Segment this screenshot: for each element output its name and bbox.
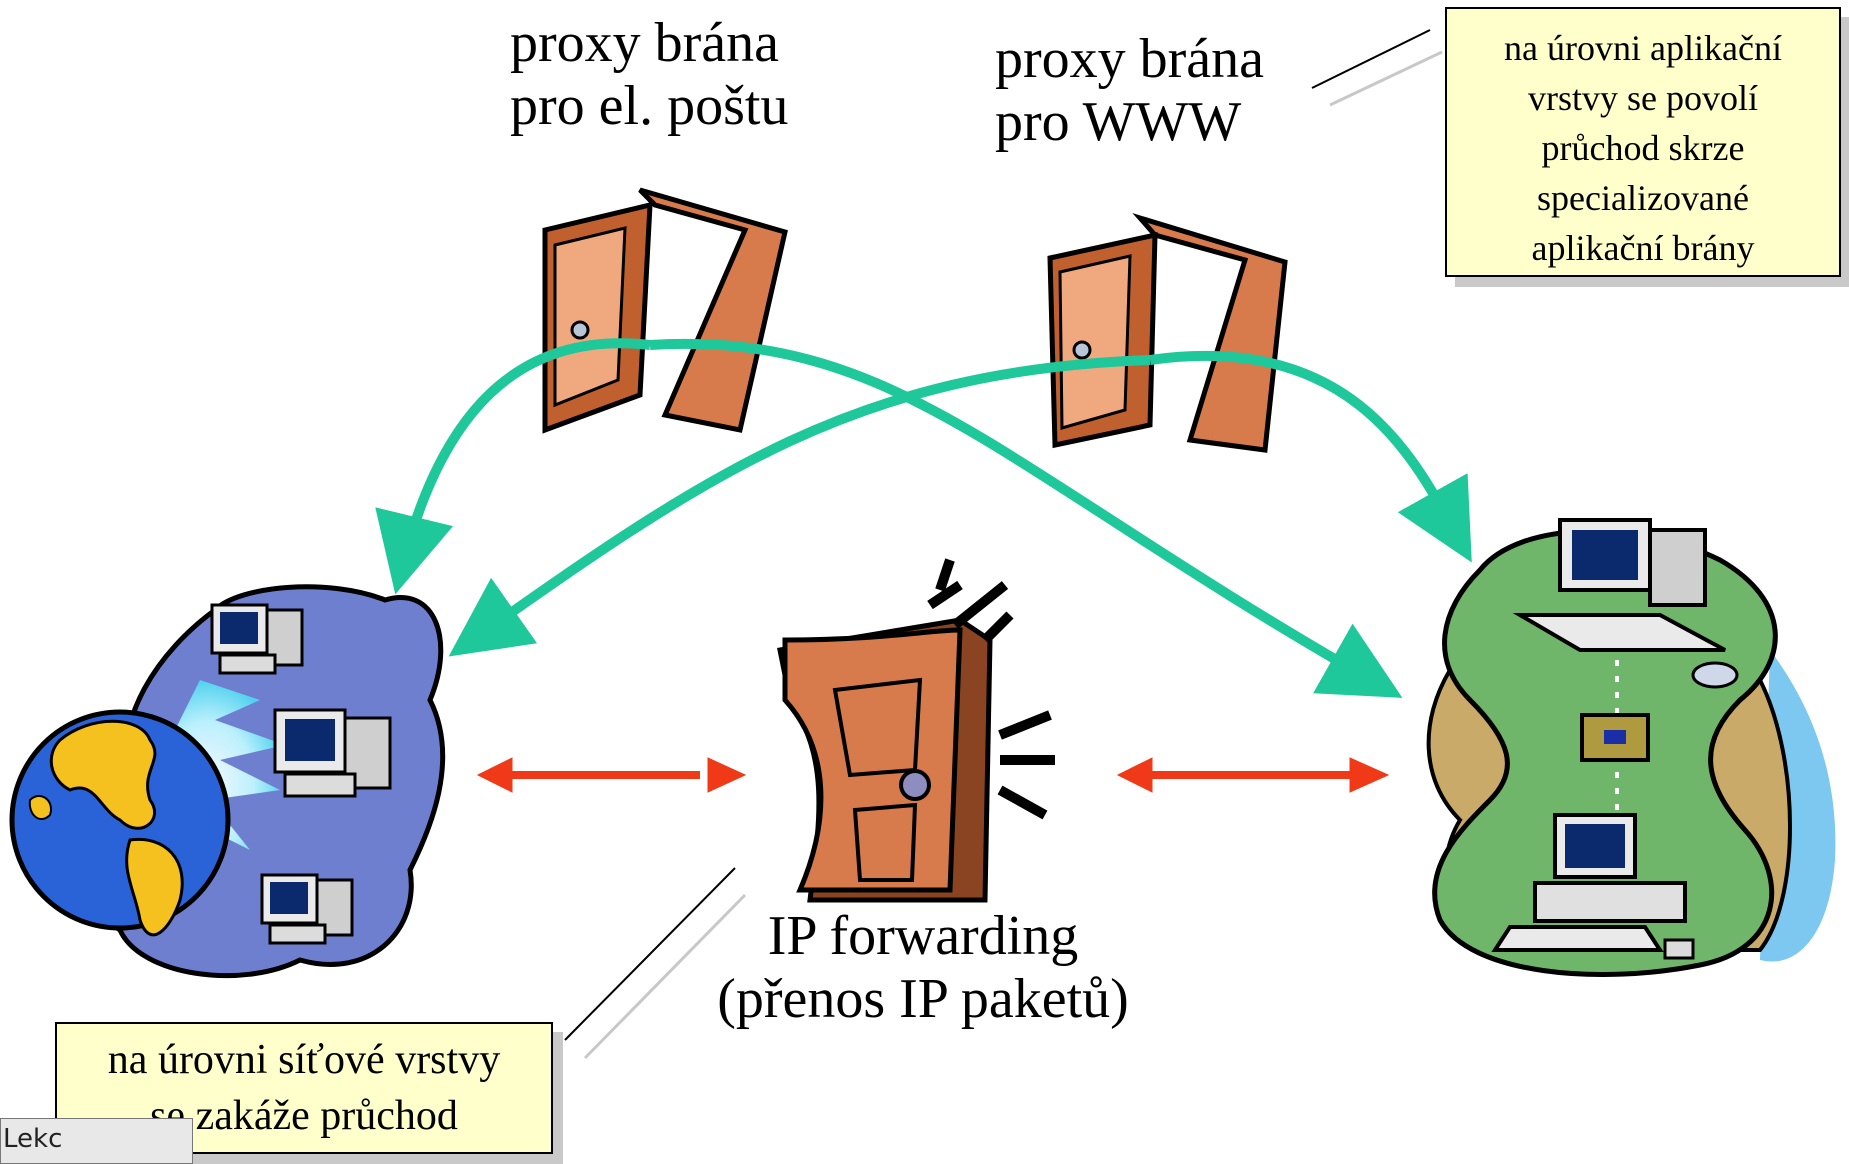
callout-line: vrstvy se povolí xyxy=(1528,78,1758,118)
ip-forwarding-label-line1: IP forwarding xyxy=(767,905,1079,967)
footer-tab: Lekc xyxy=(0,1118,193,1164)
callout-line: na úrovni aplikační xyxy=(1504,28,1782,68)
footer-tab-text: Lekc xyxy=(3,1124,63,1154)
local-network-icon xyxy=(1426,518,1836,977)
application-layer-callout: na úrovni aplikační vrstvy se povolí prů… xyxy=(1445,7,1841,277)
computer-icon xyxy=(210,603,304,675)
computer-icon xyxy=(273,708,392,798)
closed-door-icon xyxy=(777,558,1055,903)
ip-forwarding-label: IP forwarding (přenos IP paketů) xyxy=(688,905,1158,1030)
proxy-www-label-line1: proxy brána xyxy=(995,28,1265,90)
proxy-mail-label: proxy brána pro el. poštu xyxy=(510,12,788,137)
internet-cloud xyxy=(9,584,446,979)
callout-line: na úrovni síťové vrstvy xyxy=(107,1037,501,1083)
proxy-arrows xyxy=(375,338,1472,698)
ip-forwarding-label-line2: (přenos IP paketů) xyxy=(717,967,1129,1030)
ip-arrows xyxy=(476,757,1390,793)
proxy-arrow xyxy=(1149,350,1472,563)
proxy-mail-label-line2: pro el. poštu xyxy=(510,74,789,137)
open-door-icon xyxy=(542,187,788,434)
callout-line: aplikační brány xyxy=(1531,228,1755,268)
callout-line: specializované xyxy=(1537,178,1749,218)
proxy-www-label: proxy brána pro WWW xyxy=(995,28,1264,153)
proxy-mail-label-line1: proxy brána xyxy=(510,12,780,74)
proxy-arrow xyxy=(448,355,1151,657)
computer-icon xyxy=(260,873,354,945)
proxy-arrow xyxy=(375,338,651,595)
callout-line: se zakáže průchod xyxy=(150,1093,458,1139)
callout-connectors xyxy=(564,29,1443,1060)
proxy-arrow xyxy=(649,339,1403,698)
globe-icon xyxy=(9,709,231,937)
proxy-www-label-line2: pro WWW xyxy=(995,90,1242,153)
callout-line: průchod skrze xyxy=(1541,128,1745,168)
open-door-icon xyxy=(1047,213,1288,453)
